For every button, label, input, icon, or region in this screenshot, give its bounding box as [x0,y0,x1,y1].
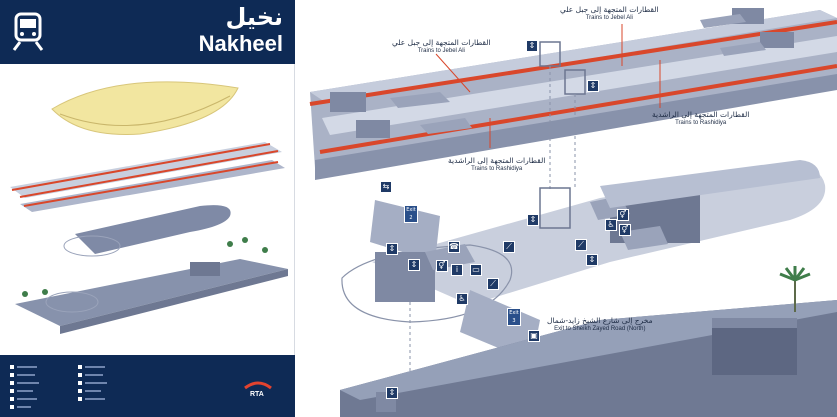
ground-building-top [712,318,797,328]
platform-room-1 [330,92,366,112]
platform-room-4 [760,32,794,48]
lift-icon: ⇕ [586,254,598,266]
station-name-english: Nakheel [198,31,283,56]
toilet-icon: ⚥ [617,209,629,221]
concourse-block-3 [539,187,571,229]
escalator-platform-3 [420,118,472,134]
label-trains-to-rashidiya-right: القطارات المتجهة إلى الراشدية Trains to … [652,110,750,126]
concourse-level [75,205,231,254]
station-cutaway [309,8,837,417]
platform-deck [10,142,282,198]
ground-block [190,262,220,276]
platform-front [315,74,837,180]
lift-icon: ⇕ [526,40,538,52]
station-name-arabic: نخيل [225,3,283,31]
legend-icons [10,365,107,409]
rail-line-3 [23,161,279,207]
label-trains-to-jebel-ali-top: القطارات المتجهة إلى جبل علي Trains to J… [560,5,659,21]
ground-level [15,259,288,326]
ticket-icon: ▭ [470,264,482,276]
escalator-icon: ⟋ [503,241,515,253]
label-trains-to-rashidiya-mid: القطارات المتجهة إلى الراشدية Trains to … [448,156,546,172]
lift-icon: ⇕ [386,243,398,255]
bus-icon: ▣ [528,330,540,342]
rta-logo-mark [244,381,272,390]
rta-logo-text: RTA [250,391,264,398]
toilet-icon: ⚥ [619,224,631,236]
phone-icon: ☎ [448,241,460,253]
header-band: نخيل Nakheel [0,0,295,64]
concourse-wall-east [600,160,820,208]
metro-train-icon [12,12,44,51]
track-rashidiya [319,64,837,154]
label-trains-to-jebel-ali-left: القطارات المتجهة إلى جبل علي Trains to J… [392,38,491,54]
ground-ring [45,291,99,313]
palm-trees [22,237,268,297]
train-icon: ⇆ [380,181,392,193]
label-exit-sheikh-zayed-north: مخرج إلى شارع الشيخ زايد-شمال Exit to Sh… [547,316,653,332]
info-icon: i [451,264,463,276]
accessible-icon: ♿ [456,293,468,305]
island-platform [322,36,837,135]
lift-icon: ⇕ [587,80,599,92]
station-roof [51,81,239,135]
concourse-floor [372,166,826,305]
station-poster: نخيل Nakheel [0,0,295,417]
palm-tree [779,266,811,312]
exit-3-sign: Exit 3 [507,308,521,326]
escalator-platform-2 [700,14,746,28]
escalator-platform-1 [390,92,450,108]
platform-room-2 [356,120,390,138]
overview-diagram [10,81,288,334]
track-jebel-ali [309,20,837,106]
roof-underside [59,95,231,126]
platform-top [310,10,837,102]
lift-icon: ⇕ [527,214,539,226]
rail-line-1 [11,143,271,191]
legend-band: RTA [0,355,295,417]
leader-line-2 [435,53,471,93]
ground-building [712,325,797,375]
lift-icon: ⇕ [408,259,420,271]
concourse-escalator-3 [620,226,668,250]
escalator-icon: ⟋ [575,239,587,251]
escalator-icon: ⟋ [487,278,499,290]
exit-2-sign: Exit 2 [404,205,418,223]
lift-icon: ⇕ [386,387,398,399]
rail-line-2 [19,150,279,198]
accessible-icon: ♿ [605,219,617,231]
concourse-ring [63,235,121,257]
escalator-platform-4 [720,42,766,56]
concourse-block-1 [375,252,435,302]
toilet-icon: ⚥ [436,260,448,272]
ground-base [60,269,288,334]
